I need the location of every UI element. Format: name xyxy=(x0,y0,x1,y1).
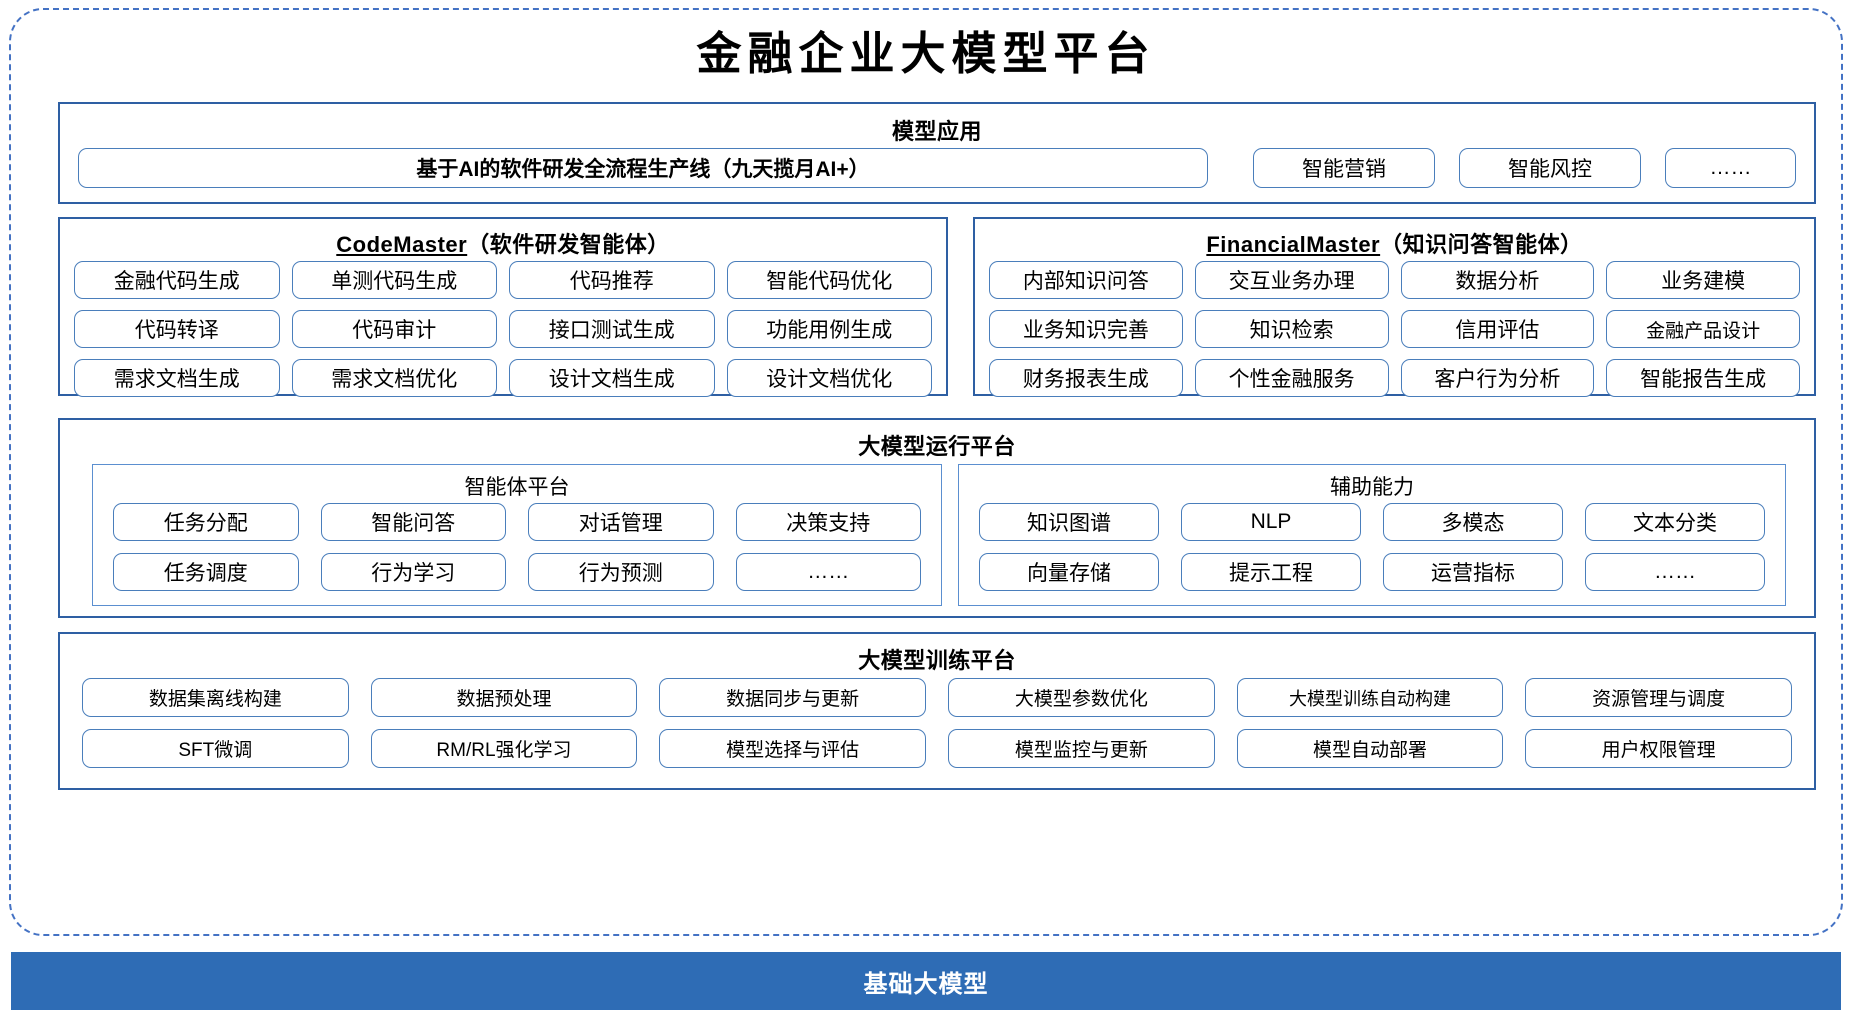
base-model-bar: 基础大模型 xyxy=(11,952,1841,1010)
auxiliary-ability-item[interactable]: 多模态 xyxy=(1383,503,1563,541)
codemaster-item[interactable]: 设计文档优化 xyxy=(726,359,932,397)
training-item[interactable]: 大模型参数优化 xyxy=(947,678,1215,717)
codemaster-item[interactable]: 代码转译 xyxy=(74,310,280,348)
model-application-section: 模型应用 基于AI的软件研发全流程生产线（九天揽月AI+） 智能营销 智能风控 … xyxy=(58,102,1816,204)
training-item[interactable]: 数据集离线构建 xyxy=(82,678,349,717)
financialmaster-item[interactable]: 个性金融服务 xyxy=(1194,359,1389,397)
auxiliary-ability-item[interactable]: 文本分类 xyxy=(1585,503,1765,541)
financialmaster-title: FinancialMaster（知识问答智能体） xyxy=(975,227,1814,265)
codemaster-item[interactable]: 代码推荐 xyxy=(509,261,715,299)
auxiliary-ability-panel: 辅助能力 知识图谱 NLP 多模态 文本分类 向量存储 提示工程 运营指标 …… xyxy=(958,464,1786,606)
financialmaster-item[interactable]: 知识检索 xyxy=(1194,310,1389,348)
training-item[interactable]: 用户权限管理 xyxy=(1525,729,1792,768)
spacer xyxy=(1641,148,1665,188)
training-platform-grid: 数据集离线构建 数据预处理 数据同步与更新 大模型参数优化 大模型训练自动构建 … xyxy=(82,678,1792,768)
training-item[interactable]: 模型监控与更新 xyxy=(947,729,1215,768)
financialmaster-item[interactable]: 金融产品设计 xyxy=(1606,310,1800,348)
app-item-ai-pipeline[interactable]: 基于AI的软件研发全流程生产线（九天揽月AI+） xyxy=(78,148,1208,188)
agent-platform-item[interactable]: 行为学习 xyxy=(320,553,506,591)
spacer xyxy=(1435,148,1459,188)
agent-platform-grid: 任务分配 智能问答 对话管理 决策支持 任务调度 行为学习 行为预测 …… xyxy=(113,503,921,591)
codemaster-item[interactable]: 设计文档生成 xyxy=(509,359,715,397)
auxiliary-ability-item-more[interactable]: …… xyxy=(1585,553,1765,591)
codemaster-item[interactable]: 金融代码生成 xyxy=(74,261,280,299)
runtime-platform-section: 大模型运行平台 智能体平台 任务分配 智能问答 对话管理 决策支持 任务调度 行… xyxy=(58,418,1816,618)
financialmaster-item[interactable]: 客户行为分析 xyxy=(1400,359,1595,397)
model-application-row: 基于AI的软件研发全流程生产线（九天揽月AI+） 智能营销 智能风控 …… xyxy=(78,148,1796,188)
auxiliary-ability-item[interactable]: 提示工程 xyxy=(1181,553,1361,591)
codemaster-item[interactable]: 代码审计 xyxy=(291,310,497,348)
agent-platform-item[interactable]: 任务分配 xyxy=(113,503,299,541)
agent-platform-panel: 智能体平台 任务分配 智能问答 对话管理 决策支持 任务调度 行为学习 行为预测… xyxy=(92,464,942,606)
financialmaster-item[interactable]: 财务报表生成 xyxy=(989,359,1183,397)
auxiliary-ability-title: 辅助能力 xyxy=(1330,476,1414,499)
codemaster-item[interactable]: 单测代码生成 xyxy=(291,261,497,299)
financialmaster-suffix: （知识问答智能体） xyxy=(1380,232,1583,257)
codemaster-title: CodeMaster（软件研发智能体） xyxy=(60,227,946,265)
codemaster-grid: 金融代码生成 单测代码生成 代码推荐 智能代码优化 代码转译 代码审计 接口测试… xyxy=(74,261,932,397)
codemaster-item[interactable]: 接口测试生成 xyxy=(509,310,715,348)
financialmaster-name: FinancialMaster xyxy=(1206,232,1381,265)
training-item[interactable]: 资源管理与调度 xyxy=(1525,678,1792,717)
training-item[interactable]: 模型选择与评估 xyxy=(659,729,926,768)
codemaster-section: CodeMaster（软件研发智能体） 金融代码生成 单测代码生成 代码推荐 智… xyxy=(58,217,948,397)
codemaster-suffix: （软件研发智能体） xyxy=(467,232,670,257)
auxiliary-ability-item[interactable]: 运营指标 xyxy=(1383,553,1563,591)
training-item[interactable]: 大模型训练自动构建 xyxy=(1236,678,1504,717)
agent-platform-item[interactable]: 决策支持 xyxy=(735,503,921,541)
auxiliary-ability-item[interactable]: 知识图谱 xyxy=(979,503,1159,541)
app-item-smart-risk-control[interactable]: 智能风控 xyxy=(1459,148,1641,188)
runtime-platform-title: 大模型运行平台 xyxy=(858,434,1016,459)
financialmaster-item[interactable]: 交互业务办理 xyxy=(1194,261,1389,299)
auxiliary-ability-grid: 知识图谱 NLP 多模态 文本分类 向量存储 提示工程 运营指标 …… xyxy=(979,503,1765,591)
codemaster-name: CodeMaster xyxy=(336,232,468,265)
model-application-title: 模型应用 xyxy=(891,119,982,144)
financialmaster-item[interactable]: 内部知识问答 xyxy=(989,261,1183,299)
training-item[interactable]: 模型自动部署 xyxy=(1236,729,1504,768)
agent-platform-item[interactable]: 智能问答 xyxy=(320,503,506,541)
training-item[interactable]: RM/RL强化学习 xyxy=(370,729,638,768)
agent-platform-item[interactable]: 对话管理 xyxy=(528,503,714,541)
base-model-label: 基础大模型 xyxy=(863,970,989,998)
financialmaster-item[interactable]: 信用评估 xyxy=(1400,310,1595,348)
financialmaster-item[interactable]: 数据分析 xyxy=(1400,261,1595,299)
codemaster-item[interactable]: 需求文档优化 xyxy=(291,359,497,397)
diagram-frame: 金融企业大模型平台 模型应用 基于AI的软件研发全流程生产线（九天揽月AI+） … xyxy=(9,8,1843,936)
financialmaster-item[interactable]: 智能报告生成 xyxy=(1606,359,1800,397)
agent-platform-title: 智能体平台 xyxy=(464,476,570,499)
training-item[interactable]: 数据同步与更新 xyxy=(659,678,926,717)
agent-platform-item-more[interactable]: …… xyxy=(735,553,921,591)
auxiliary-ability-item[interactable]: NLP xyxy=(1181,503,1361,541)
financialmaster-item[interactable]: 业务知识完善 xyxy=(989,310,1183,348)
auxiliary-ability-item[interactable]: 向量存储 xyxy=(979,553,1159,591)
training-platform-section: 大模型训练平台 数据集离线构建 数据预处理 数据同步与更新 大模型参数优化 大模… xyxy=(58,632,1816,790)
agent-platform-item[interactable]: 任务调度 xyxy=(113,553,299,591)
training-item[interactable]: 数据预处理 xyxy=(370,678,638,717)
training-item[interactable]: SFT微调 xyxy=(82,729,349,768)
codemaster-item[interactable]: 智能代码优化 xyxy=(726,261,932,299)
codemaster-item[interactable]: 需求文档生成 xyxy=(74,359,280,397)
page-title: 金融企业大模型平台 xyxy=(696,29,1156,79)
training-platform-title: 大模型训练平台 xyxy=(858,648,1016,673)
agent-platform-item[interactable]: 行为预测 xyxy=(528,553,714,591)
spacer xyxy=(1208,148,1253,188)
financialmaster-grid: 内部知识问答 交互业务办理 数据分析 业务建模 业务知识完善 知识检索 信用评估… xyxy=(989,261,1800,397)
app-item-more[interactable]: …… xyxy=(1665,148,1796,188)
codemaster-item[interactable]: 功能用例生成 xyxy=(726,310,932,348)
app-item-smart-marketing[interactable]: 智能营销 xyxy=(1253,148,1435,188)
financialmaster-section: FinancialMaster（知识问答智能体） 内部知识问答 交互业务办理 数… xyxy=(973,217,1816,397)
financialmaster-item[interactable]: 业务建模 xyxy=(1606,261,1800,299)
